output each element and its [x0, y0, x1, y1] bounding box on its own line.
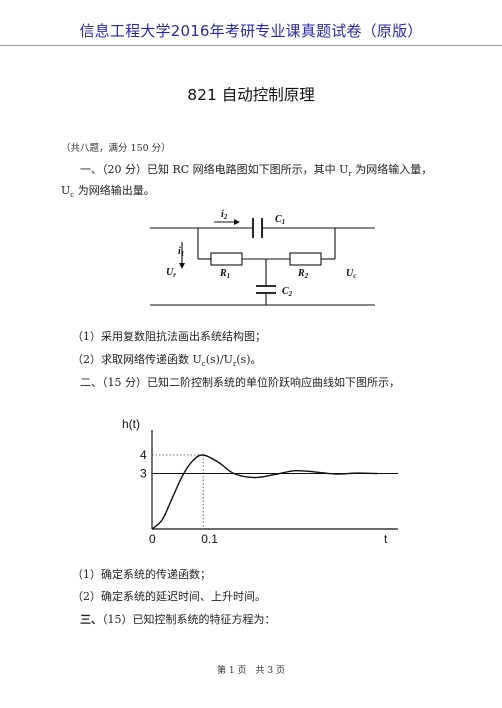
- q1-prefix: 一、（20 分）已知 RC 网络电路图如下图所示，其中 U: [80, 163, 349, 176]
- q3-text: （15）已知控制系统的特征方程为：: [102, 613, 276, 626]
- label-ur: Ur: [166, 267, 176, 279]
- q1-sub2-sub-r: r: [232, 360, 237, 369]
- r2-resistor: [289, 252, 322, 266]
- exam-note: （共八题，满分 150 分）: [61, 143, 171, 154]
- q3-label: 三、: [80, 613, 102, 626]
- header-divider: [0, 45, 502, 46]
- y-tick-4: 4: [140, 448, 147, 462]
- q1-line2-sub: c: [70, 191, 75, 200]
- q1-sub2-sub-c: c: [201, 360, 206, 369]
- label-i1: i1: [178, 246, 184, 258]
- y-tick-3: 3: [140, 467, 147, 481]
- document-title: 821 自动控制原理: [187, 86, 315, 104]
- x-tick-0: 0: [149, 532, 156, 546]
- header-title: 信息工程大学2016年考研专业课真题试卷（原版）: [79, 22, 423, 40]
- q1-subquestion-1: （1）采用复数阻抗法画出系统结构图；: [72, 330, 266, 343]
- step-response-chart: h(t) t 4 3 0 0.1: [122, 417, 398, 546]
- response-curve: [151, 454, 378, 530]
- y-axis-label: h(t): [122, 417, 140, 431]
- x-tick-0.1: 0.1: [201, 532, 218, 546]
- q1-sub2-end: (s)。: [236, 353, 262, 366]
- r1-resistor: [210, 252, 243, 266]
- q1-line2-text: 为网络输出量。: [74, 184, 155, 197]
- q1-statement-line2: Uc 为网络输出量。: [61, 184, 155, 202]
- i1-arrow-head: [179, 263, 185, 269]
- q1-sub-r: r: [348, 170, 352, 179]
- label-r2: R2: [297, 268, 309, 280]
- q1-sub2-mid: (s)/U: [205, 353, 233, 366]
- q2-subquestion-1: （1）确定系统的传递函数；: [72, 568, 211, 581]
- q2-statement: 二、（15 分）已知二阶控制系统的单位阶跃响应曲线如下图所示，: [80, 376, 400, 389]
- label-uc: Uc: [346, 268, 356, 280]
- q1-subquestion-2: （2）求取网络传递函数 Uc(s)/Ur(s)。: [72, 353, 262, 371]
- q1-line2-u: U: [61, 184, 71, 197]
- label-i2: i2: [221, 209, 228, 221]
- q1-sub2-prefix: （2）求取网络传递函数 U: [72, 353, 202, 366]
- label-r1: R1: [219, 268, 230, 280]
- rc-circuit-diagram: i2 C1 i1 R1 R2 Ur Uc C2: [150, 209, 375, 306]
- q1-suffix: 为网络输入量，: [351, 163, 433, 176]
- page-footer: 第 1 页 共 3 页: [217, 666, 285, 676]
- q1-statement: 一、（20 分）已知 RC 网络电路图如下图所示，其中 Ur 为网络输入量，: [80, 163, 432, 181]
- x-axis-label: t: [384, 532, 388, 546]
- label-c1: C1: [275, 214, 285, 226]
- q3-statement: 三、（15）已知控制系统的特征方程为：: [80, 613, 276, 627]
- label-c2: C2: [282, 286, 293, 298]
- i2-arrow-head: [234, 219, 240, 225]
- q2-subquestion-2: （2）确定系统的延迟时间、上升时间。: [72, 590, 266, 603]
